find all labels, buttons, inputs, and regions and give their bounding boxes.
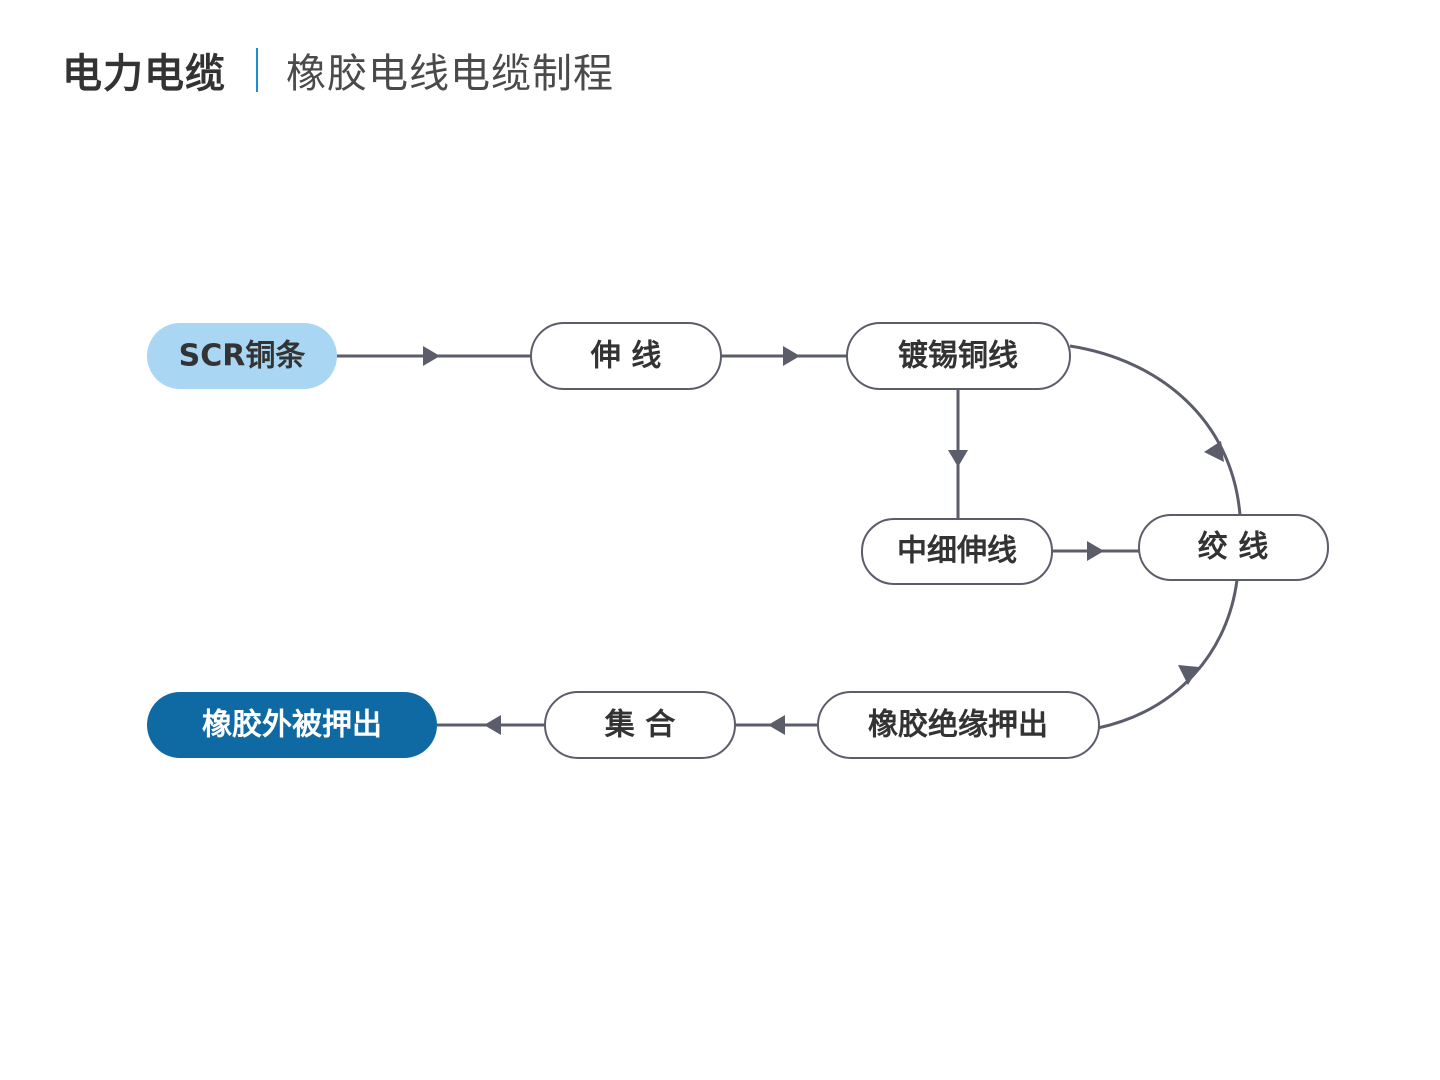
node-stranding: 绞 线: [1138, 514, 1329, 581]
arrowhead-stranding-to-insulation: [1178, 665, 1199, 685]
connector-stranding-to-insulation: [1097, 579, 1239, 730]
arrowhead-medium-to-stranding: [1087, 541, 1104, 561]
node-scr-copper-rod-label: SCR铜条: [179, 339, 306, 374]
connector-tinned-to-stranding: [1069, 344, 1242, 516]
page-header: 电力电缆 橡胶电线电缆制程: [62, 40, 614, 100]
node-cabling-label: 集 合: [604, 708, 675, 743]
node-rubber-sheath-extrusion-label: 橡胶外被押出: [202, 708, 382, 743]
node-scr-copper-rod: SCR铜条: [147, 323, 337, 389]
node-tinned-copper-wire-label: 镀锡铜线: [898, 339, 1018, 374]
header-divider: [256, 48, 258, 92]
node-stranding-label: 绞 线: [1198, 530, 1268, 565]
node-wire-drawing-label: 伸 线: [590, 339, 661, 374]
arrowhead-tinned-to-stranding: [1204, 441, 1224, 462]
node-rubber-insulation-extrusion-label: 橡胶绝缘押出: [868, 708, 1048, 743]
header-category: 电力电缆: [62, 51, 226, 97]
node-rubber-insulation-extrusion: 橡胶绝缘押出: [817, 691, 1100, 759]
node-tinned-copper-wire: 镀锡铜线: [846, 322, 1071, 390]
node-medium-fine-drawing-label: 中细伸线: [897, 534, 1017, 569]
node-cabling: 集 合: [544, 691, 736, 759]
arrowhead-drawing-to-tinned: [783, 346, 800, 366]
arrowhead-insulation-to-cabling: [768, 715, 785, 735]
arrowhead-scr-to-drawing: [423, 346, 440, 366]
arrowhead-cabling-to-sheath: [484, 715, 501, 735]
page-title: 橡胶电线电缆制程: [286, 51, 614, 97]
node-medium-fine-drawing: 中细伸线: [861, 518, 1053, 585]
node-rubber-sheath-extrusion: 橡胶外被押出: [147, 692, 437, 758]
arrowhead-tinned-to-medium: [948, 450, 968, 467]
node-wire-drawing: 伸 线: [530, 322, 722, 390]
